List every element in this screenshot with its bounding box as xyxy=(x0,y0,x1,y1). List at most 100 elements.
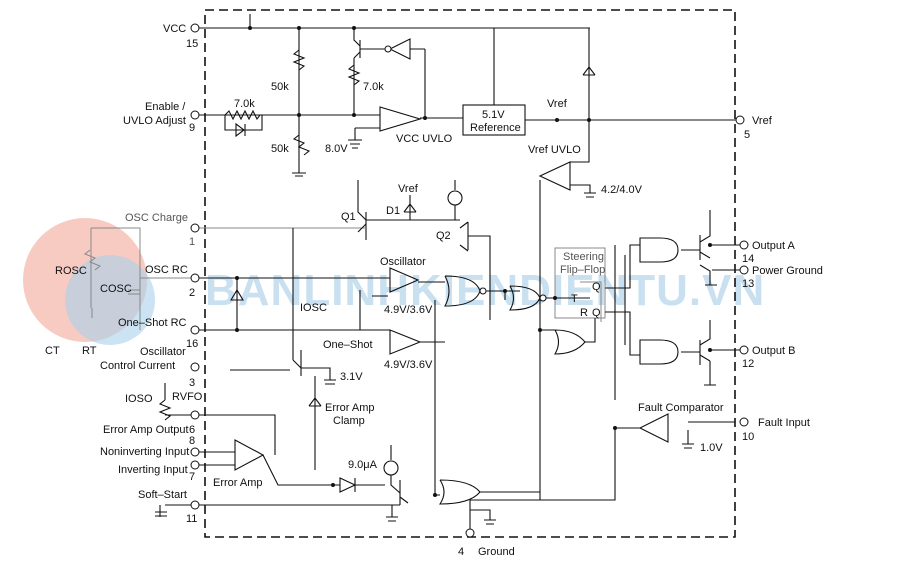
vref-uvlo-label: Vref UVLO xyxy=(528,144,581,156)
output-a-number: 14 xyxy=(742,253,754,265)
ff-qbar-label: Q xyxy=(592,307,601,319)
soft-start-number: 11 xyxy=(186,513,197,525)
v42-label: 4.2/4.0V xyxy=(601,184,643,196)
pin-output-b[interactable] xyxy=(739,345,749,355)
output-b-label: Output B xyxy=(752,345,795,357)
osc-rc-label: OSC RC xyxy=(145,264,188,276)
one-shot-threshold-label: 4.9V/3.6V xyxy=(384,359,433,371)
power-ground-label: Power Ground xyxy=(752,265,823,277)
error-amp-output-label: Error Amp Output xyxy=(103,424,189,436)
pin-output-a[interactable] xyxy=(739,240,749,250)
q2-label: Q2 xyxy=(436,230,451,242)
osc-charge-label: OSC Charge xyxy=(125,212,188,224)
pin-osc-charge[interactable] xyxy=(190,223,200,233)
watermark-logo xyxy=(23,218,155,345)
pin-enable[interactable] xyxy=(190,110,200,120)
noninverting-number: 8 xyxy=(189,435,195,447)
r7k-enable-label: 7.0k xyxy=(234,98,255,110)
rosc-label: ROSC xyxy=(55,265,87,277)
fault-comparator-label: Fault Comparator xyxy=(638,402,724,414)
reference-block xyxy=(462,104,526,136)
inverting-number: 7 xyxy=(189,471,195,483)
vref-label: Vref xyxy=(752,115,773,127)
ff-q-label: Q xyxy=(592,281,601,293)
pin-ground[interactable] xyxy=(465,528,475,538)
error-amp-output-number: 6 xyxy=(189,424,195,436)
iosc-label: IOSC xyxy=(300,302,327,314)
ground-label: Ground xyxy=(478,546,515,558)
ct-label: CT xyxy=(45,345,60,357)
osc-rc-number: 2 xyxy=(189,287,195,299)
pin-one-shot-rc[interactable] xyxy=(190,325,200,335)
one-shot-rc-number: 16 xyxy=(186,338,198,350)
component-labels: 50k 50k 7.0k 7.0k 8.0V VCC UVLO 5.1V Ref… xyxy=(45,81,724,489)
osc-control-label-1: Oscillator xyxy=(140,346,186,358)
junction-dots xyxy=(235,26,712,497)
ff-r-label: R xyxy=(580,307,588,319)
steering-label-1: Steering xyxy=(563,251,604,263)
output-a-label: Output A xyxy=(752,240,795,252)
cosc-label: COSC xyxy=(100,283,132,295)
pin-soft-start[interactable] xyxy=(190,500,200,510)
oscillator-label: Oscillator xyxy=(380,256,426,268)
noninverting-label: Noninverting Input xyxy=(100,446,189,458)
pin-power-ground[interactable] xyxy=(739,265,749,275)
pin-osc-rc[interactable] xyxy=(190,273,200,283)
current-source-label: 9.0μA xyxy=(348,459,378,471)
vref-number: 5 xyxy=(744,129,750,141)
vref-source-label: Vref xyxy=(398,183,419,195)
reference-line-1: 5.1V xyxy=(482,109,505,121)
enable-number: 9 xyxy=(189,122,195,134)
wires-oscillator xyxy=(84,180,590,470)
one-shot-rc-label: One–Shot RC xyxy=(118,317,187,329)
r7k-vcc-label: 7.0k xyxy=(363,81,384,93)
osc-control-number: 3 xyxy=(189,377,195,389)
fault-input-label: Fault Input xyxy=(758,417,810,429)
v8-label: 8.0V xyxy=(325,143,348,155)
power-ground-number: 13 xyxy=(742,278,754,290)
inverter-bubble xyxy=(384,45,392,53)
pins xyxy=(190,23,749,538)
osc-threshold-label: 4.9V/3.6V xyxy=(384,304,433,316)
v10-label: 1.0V xyxy=(700,442,723,454)
clamp-label-1: Error Amp xyxy=(325,402,375,414)
inverting-label: Inverting Input xyxy=(118,464,188,476)
pin-error-amp-output[interactable] xyxy=(190,410,200,420)
osc-charge-number: 1 xyxy=(189,236,195,248)
ff-t-label: T xyxy=(571,293,578,305)
v31-label: 3.1V xyxy=(340,371,363,383)
pin-fault-input[interactable] xyxy=(739,417,749,427)
r50k-top-label: 50k xyxy=(271,81,289,93)
pin-noninverting[interactable] xyxy=(190,447,200,457)
output-b-number: 12 xyxy=(742,358,754,370)
wires-error-amp xyxy=(155,383,409,522)
pin-vref[interactable] xyxy=(735,115,745,125)
one-shot-label: One–Shot xyxy=(323,339,373,351)
vcc-label: VCC xyxy=(163,23,186,35)
rt-label: RT xyxy=(82,345,97,357)
pin-vcc[interactable] xyxy=(190,23,200,33)
vref-node-label: Vref xyxy=(547,98,568,110)
wires-top xyxy=(199,14,740,198)
reference-line-2: Reference xyxy=(470,122,521,134)
rvfo-label: RVFO xyxy=(172,391,203,403)
vcc-number: 15 xyxy=(186,38,198,50)
soft-start-label: Soft–Start xyxy=(138,489,187,501)
wires-output xyxy=(434,180,740,530)
q1-label: Q1 xyxy=(341,211,356,223)
fault-input-number: 10 xyxy=(742,431,754,443)
r50k-bot-label: 50k xyxy=(271,143,289,155)
ground-number: 4 xyxy=(458,546,464,558)
pin-inverting[interactable] xyxy=(190,460,200,470)
pin-osc-control[interactable] xyxy=(190,362,200,372)
clamp-label-2: Clamp xyxy=(333,415,365,427)
enable-label-1: Enable / xyxy=(145,101,186,113)
vcc-uvlo-label: VCC UVLO xyxy=(396,133,453,145)
enable-label-2: UVLO Adjust xyxy=(123,115,186,127)
ioso-label: IOSO xyxy=(125,393,153,405)
error-amp-label: Error Amp xyxy=(213,477,263,489)
d1-label: D1 xyxy=(386,205,400,217)
steering-label-2: Flip–Flop xyxy=(560,264,605,276)
